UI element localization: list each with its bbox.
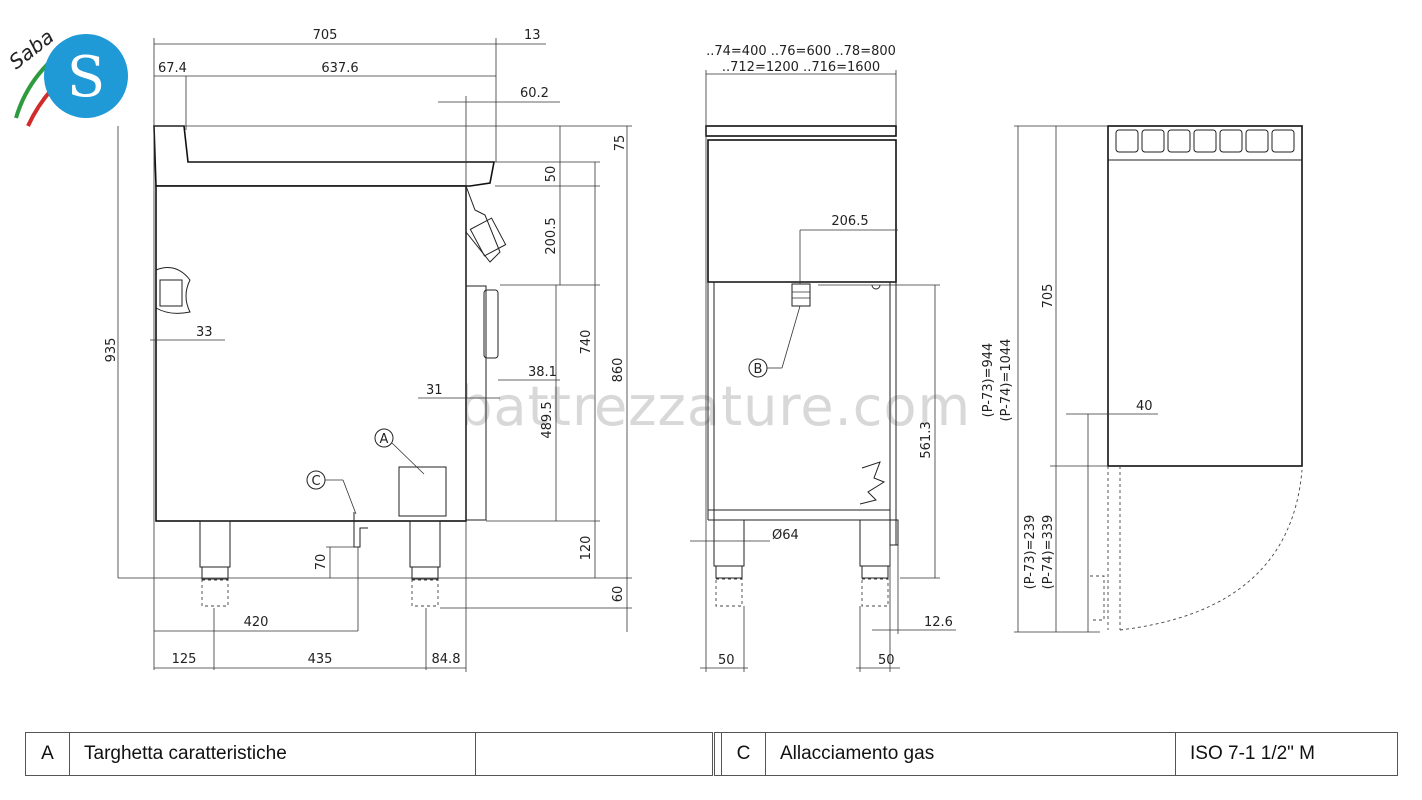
watermark-text: sabattrezzature.com [395,375,971,438]
dim-206-5: 206.5 [831,214,868,229]
dim-p73-944: (P-73)=944 [981,343,996,418]
legend-key-a: A [25,732,70,776]
legend-key-c: C [721,732,766,776]
callout-b: B [754,362,763,377]
dim-420: 420 [244,615,269,630]
dim-60-2: 60.2 [520,86,549,101]
dim-33: 33 [196,325,213,340]
dim-125: 125 [172,652,197,667]
width-options-line2: ..712=1200 ..716=1600 [722,60,880,75]
legend-desc-a: Targhetta caratteristiche [69,732,476,776]
dim-935: 935 [104,338,119,363]
legend-spec-c: ISO 7-1 1/2" M [1175,732,1398,776]
dim-p73-239: (P-73)=239 [1023,515,1038,590]
dim-200-5: 200.5 [544,217,559,254]
legend-desc-c: Allacciamento gas [765,732,1176,776]
dim-31: 31 [426,383,443,398]
saba-logo: S Saba [4,24,128,127]
dim-740: 740 [579,330,594,355]
dim-67-4: 67.4 [158,61,187,76]
svg-text:S: S [67,45,105,110]
dim-860: 860 [611,358,626,383]
dim-84-8: 84.8 [432,652,461,667]
dim-75: 75 [613,135,628,152]
dim-489-5: 489.5 [540,401,555,438]
top-view: 705 40 (P-73)=944 (P-74)=1044 (P-73)=239… [981,125,1303,633]
dim-120: 120 [579,536,594,561]
dim-60: 60 [611,586,626,603]
dim-50-left: 50 [718,653,735,668]
dim-40: 40 [1136,399,1153,414]
front-view: ..74=400 ..76=600 ..78=800 ..712=1200 ..… [690,44,956,672]
width-options-line1: ..74=400 ..76=600 ..78=800 [706,44,896,59]
dim-705: 705 [313,28,338,43]
dim-diameter-64: Ø64 [772,528,799,543]
legend-spec-a [475,732,714,776]
dim-p74-339: (P-74)=339 [1041,515,1056,590]
dim-50-right: 50 [878,653,895,668]
dim-637-6: 637.6 [321,61,358,76]
dim-435: 435 [308,652,333,667]
dim-50: 50 [544,166,559,183]
callout-c: C [311,474,320,489]
dim-38-1: 38.1 [528,365,557,380]
legend-table: A Targhetta caratteristiche C Allacciame… [25,732,1398,776]
dim-705-top: 705 [1041,284,1056,309]
dim-561-3: 561.3 [919,421,934,458]
dim-13: 13 [524,28,541,43]
legend-divider [712,732,722,776]
dim-p74-1044: (P-74)=1044 [999,339,1014,422]
dim-70: 70 [314,554,329,571]
dim-12-6: 12.6 [924,615,953,630]
side-view: 705 13 67.4 637.6 60.2 75 50 200.5 740 8… [104,28,632,672]
callout-a: A [380,432,389,447]
control-knob-row [1115,129,1295,153]
technical-drawing: S Saba sabattrezzature.com [4,24,1303,672]
legend-row: A Targhetta caratteristiche C Allacciame… [25,732,1398,776]
